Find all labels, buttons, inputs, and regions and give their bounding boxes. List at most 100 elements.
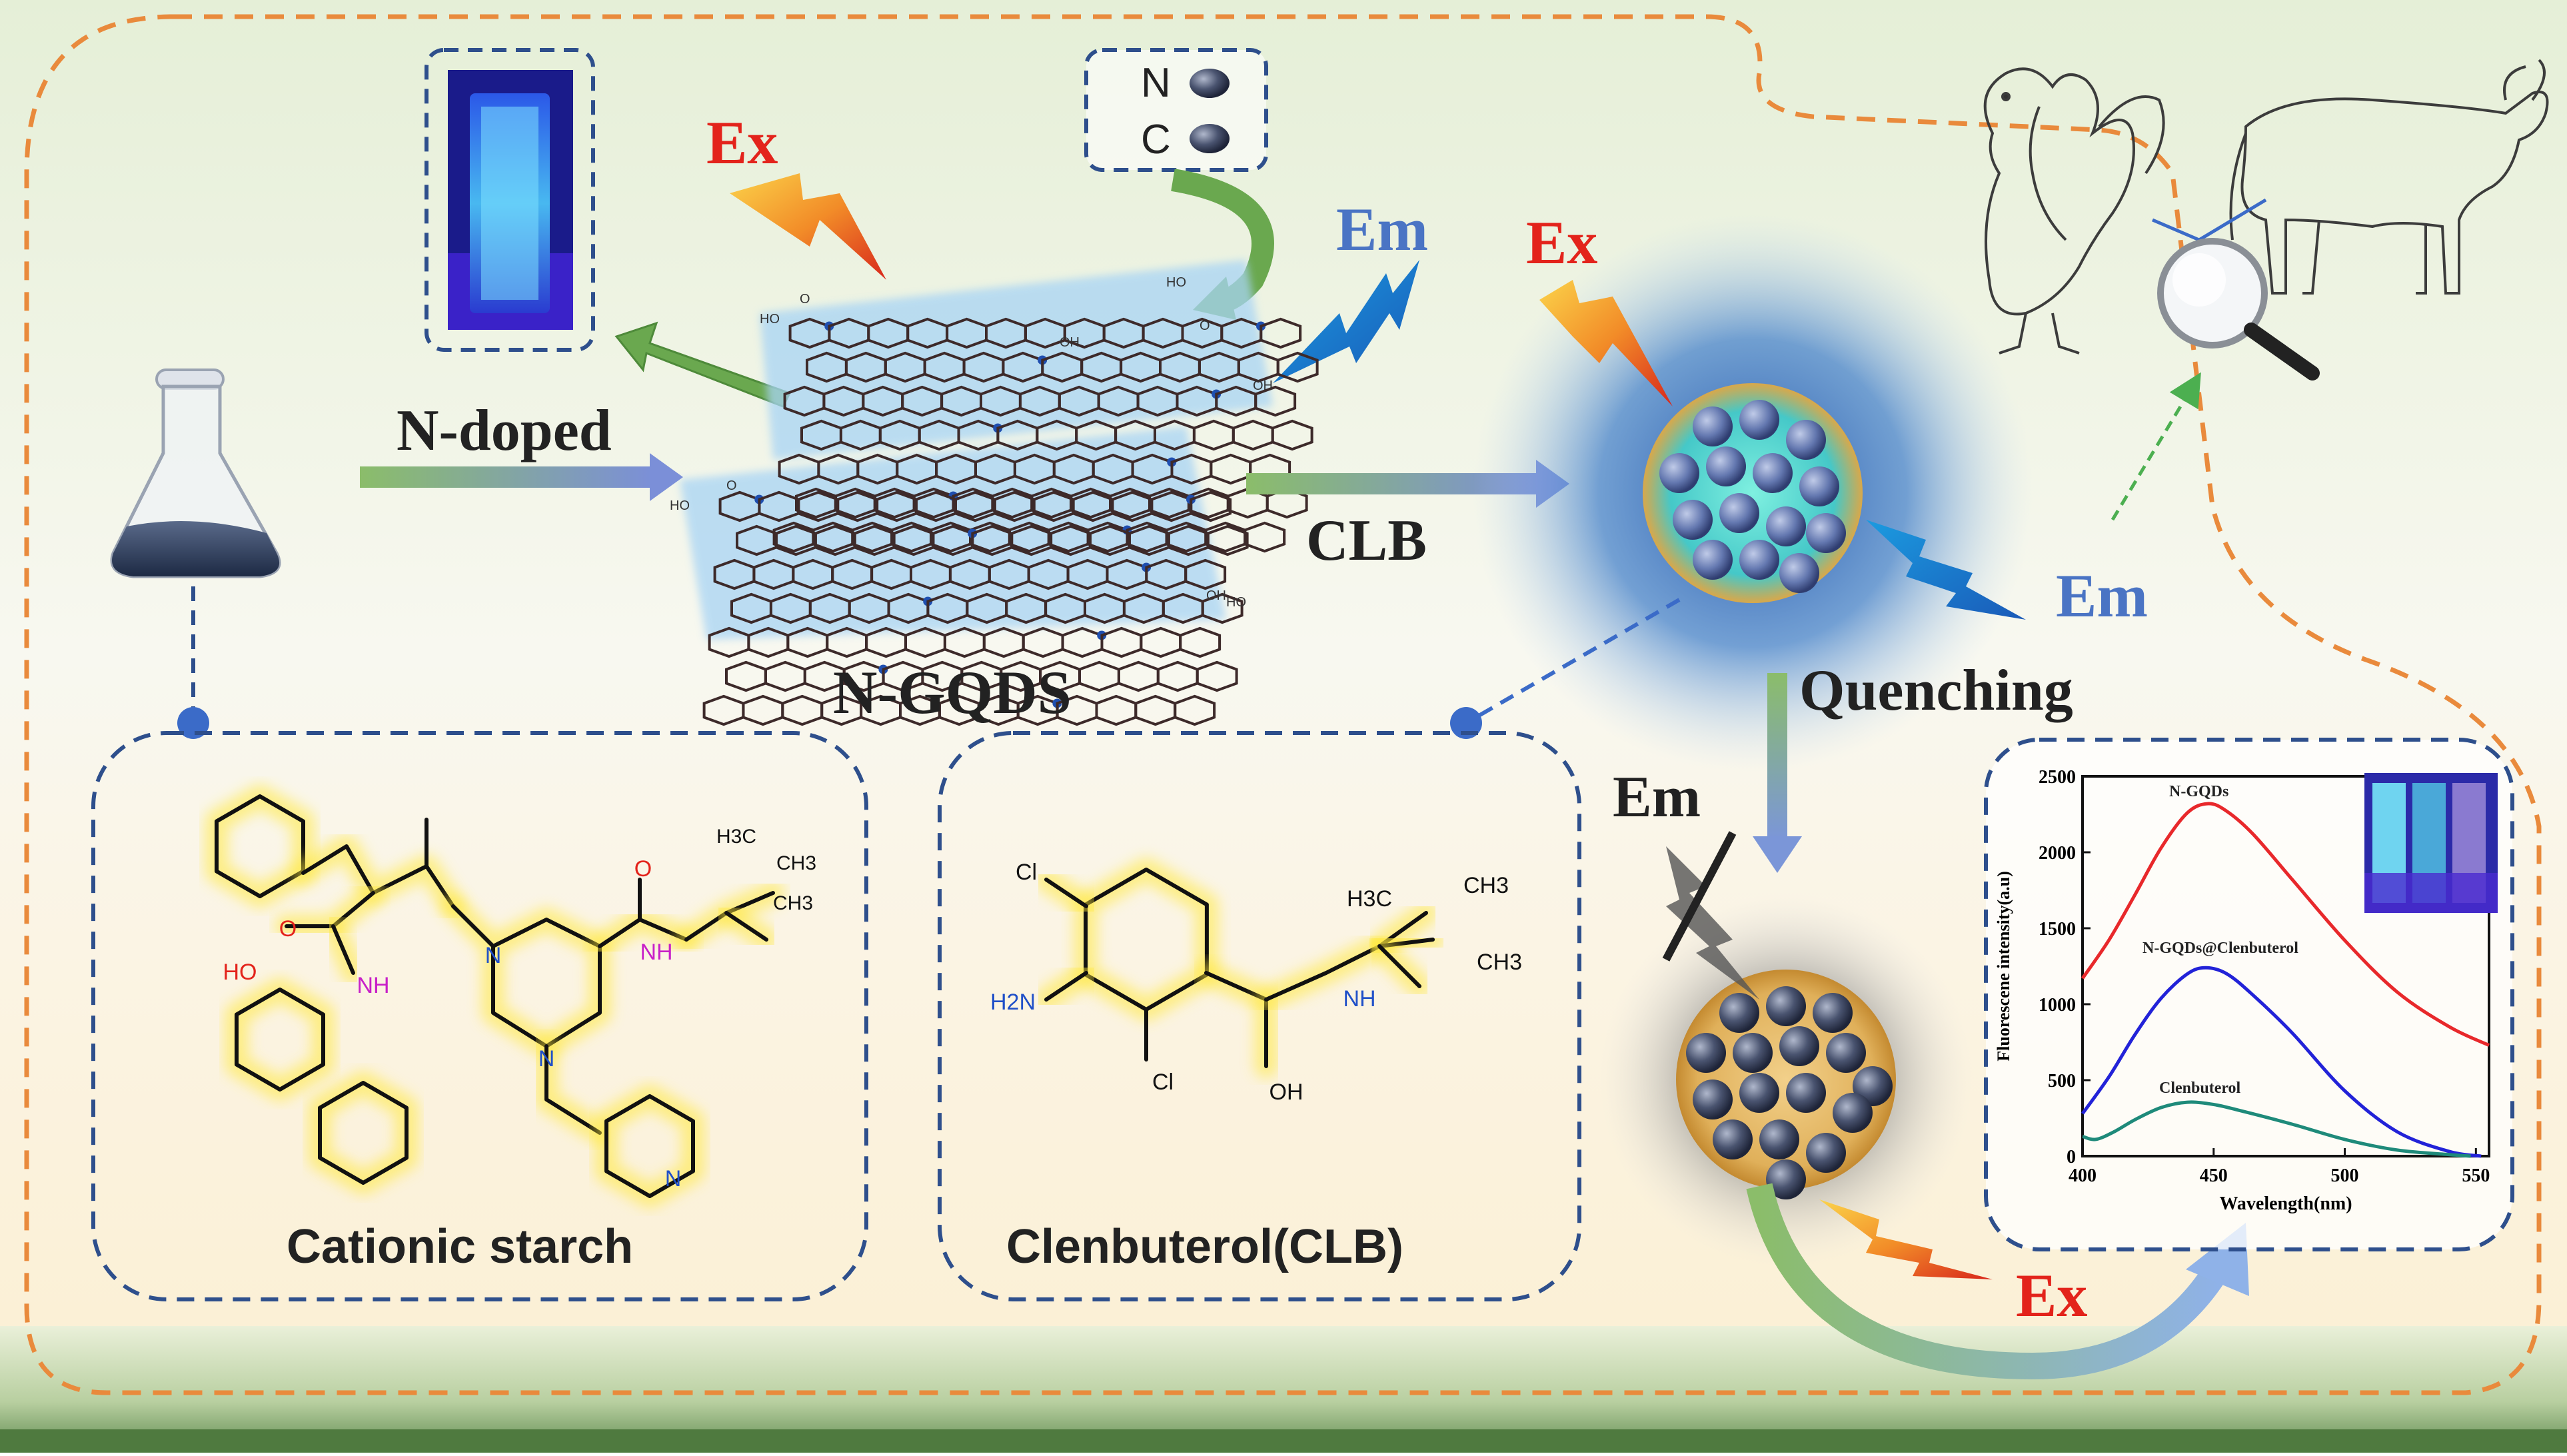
plot-frame	[2081, 775, 2490, 1157]
qd-nanoparticle	[1673, 500, 1713, 540]
nitrogen-ball-icon	[1190, 69, 1230, 98]
x-tick-label: 550	[2462, 1165, 2490, 1186]
chemical-bond	[1377, 944, 1421, 988]
functional-group-label: O	[800, 292, 810, 307]
functional-group-label: OH	[1206, 588, 1226, 603]
qd-nanoparticle	[1733, 1033, 1773, 1073]
graphene-hex	[1260, 317, 1302, 349]
quenching-arrow	[1767, 673, 1787, 840]
green-arrow-to-cuvette	[614, 321, 792, 408]
functional-group-label: HO	[760, 312, 780, 327]
y-tick-label: 2000	[2039, 843, 2076, 864]
functional-group-label: OH	[1060, 335, 1080, 350]
chemical-bond	[724, 911, 768, 942]
qd-nanoparticle	[1693, 406, 1733, 446]
chemical-bond	[235, 988, 325, 1092]
cross-line-icon	[1662, 831, 1737, 962]
chart-inset-photo	[2364, 773, 2498, 913]
graphene-hex	[1196, 660, 1238, 692]
atom-legend-box	[1084, 48, 1268, 172]
ex-bolt-mid-icon	[1539, 280, 1673, 406]
outer-dashed-boundary	[24, 14, 2542, 1395]
clenbuterol-label: Clenbuterol(CLB)	[1006, 1220, 1403, 1273]
atom-label: HO	[223, 960, 257, 985]
graphene-hex	[1184, 558, 1227, 590]
graphene-hex	[1190, 490, 1232, 522]
chemical-bond	[604, 1094, 695, 1198]
rooster-icon	[1983, 67, 2165, 355]
qd-nanoparticle	[1766, 1159, 1806, 1199]
clenbuterol-box	[938, 731, 1581, 1301]
qd-nanoparticle	[1766, 986, 1806, 1026]
clb-arrow-label: CLB	[1306, 508, 1427, 573]
atom-label: Cl	[1016, 860, 1037, 885]
atom-label: CH3	[776, 852, 816, 874]
chemical-bond	[1264, 944, 1381, 1002]
qd-nanoparticle	[1739, 540, 1779, 580]
legend-n-label: N	[1141, 60, 1171, 106]
chemical-bond	[331, 924, 355, 975]
atom-label: N	[485, 943, 502, 968]
series-label: Clenbuterol	[2159, 1080, 2241, 1097]
atom-label: Cl	[1152, 1070, 1174, 1095]
qd-nanoparticle	[1799, 466, 1839, 506]
em-label-mid: Em	[2056, 562, 2148, 630]
n-doped-label: N-doped	[397, 398, 612, 463]
ground-edge	[0, 1429, 2567, 1453]
atom-label: NH	[1343, 986, 1375, 1012]
qd-nanoparticle	[1833, 1093, 1873, 1133]
ngqds-label: N-GQDS	[833, 658, 1072, 726]
chemical-bond	[451, 904, 602, 1048]
ex-label-mid: Ex	[1526, 209, 1597, 277]
chemical-bond	[1044, 878, 1088, 908]
atom-label: O	[279, 916, 297, 942]
qd-nanoparticle	[1786, 1073, 1826, 1113]
functional-group-label: HO	[1166, 275, 1186, 290]
y-tick-label: 2500	[2039, 767, 2076, 788]
atom-label: NH	[357, 973, 389, 998]
atom-label: NH	[640, 940, 672, 965]
qd-nanoparticle	[1739, 1073, 1779, 1113]
series-label: N-GQDs@Clenbuterol	[2142, 940, 2298, 957]
qd-nanoparticle	[1686, 1033, 1726, 1073]
atom-label: CH3	[773, 892, 813, 914]
atom-label: N	[665, 1166, 682, 1191]
curved-arrow-to-chart	[1746, 1183, 2231, 1380]
series-line	[2081, 802, 2490, 1047]
qd-nanoparticle	[1759, 1119, 1799, 1159]
qd-nanoparticle	[1806, 513, 1846, 553]
y-tick-label: 1000	[2039, 995, 2076, 1016]
qd-nanoparticle	[1806, 1133, 1846, 1173]
n-doped-arrow	[360, 466, 653, 488]
y-tick-label: 0	[2067, 1147, 2076, 1167]
em-bolt-mid-icon	[1866, 520, 2026, 620]
qd-nanoparticle	[1719, 993, 1759, 1033]
atom-label: H3C	[716, 826, 756, 848]
em-label-top: Em	[1336, 195, 1428, 263]
graphene-hex	[1254, 385, 1297, 417]
qd-nanoparticle	[1826, 1033, 1866, 1073]
cationic-starch-label: Cationic starch	[287, 1220, 633, 1273]
magnifier-icon	[2157, 238, 2320, 380]
graphene-hex	[1201, 592, 1244, 624]
green-dashed-arrow	[2111, 372, 2201, 521]
graphene-hex	[1206, 524, 1249, 556]
qd-nanoparticle	[1693, 540, 1733, 580]
y-tick-label: 500	[2048, 1071, 2076, 1092]
series-line	[2081, 966, 2482, 1158]
qd-nanoparticle	[1706, 446, 1746, 486]
atom-label: N	[538, 1046, 555, 1072]
chemical-bond	[215, 794, 305, 898]
chemical-bond	[318, 1081, 409, 1185]
atom-label: CH3	[1463, 873, 1509, 898]
functional-group-label: OH	[1253, 378, 1273, 393]
em-bolt-quenched-icon	[1666, 846, 1759, 1000]
cuvette-photo-frame	[425, 48, 595, 352]
em-bolt-top-icon	[1273, 260, 1419, 383]
